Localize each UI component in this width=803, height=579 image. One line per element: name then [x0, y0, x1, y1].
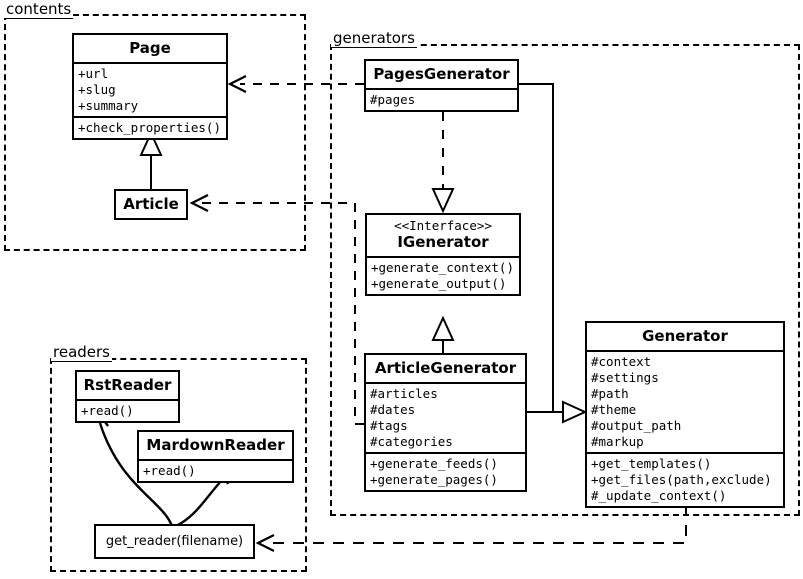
class-pages-generator-title: PagesGenerator — [373, 65, 510, 83]
class-mardown-reader[interactable]: MardownReader +read() — [137, 430, 294, 483]
class-igenerator-stereotype: <<Interface>> — [394, 218, 492, 233]
operation: +read() — [143, 463, 196, 478]
class-page[interactable]: Page +url +slug +summary +check_properti… — [72, 33, 228, 140]
attribute: #markup — [591, 434, 644, 449]
package-contents-label: contents — [4, 0, 74, 19]
edge-generators-to-generator — [519, 83, 588, 424]
edge-generator-to-getreader — [255, 505, 687, 552]
class-article-generator-attributes: #articles #dates #tags #categories — [366, 382, 525, 452]
class-rst-reader-title: RstReader — [83, 376, 172, 394]
class-article-generator[interactable]: ArticleGenerator #articles #dates #tags … — [364, 353, 527, 492]
package-generators-label: generators — [331, 29, 417, 48]
attribute: +slug — [78, 82, 116, 97]
function-get-reader[interactable]: get_reader(filename) — [94, 524, 255, 559]
operation: +check_properties() — [78, 120, 221, 135]
operation: +generate_context() — [371, 260, 514, 275]
class-igenerator-operations: +generate_context() +generate_output() — [367, 256, 519, 294]
class-generator-title: Generator — [642, 327, 728, 345]
class-igenerator-title: IGenerator — [397, 233, 489, 251]
operation: +get_files(path,exclude) — [591, 472, 772, 487]
class-page-operations: +check_properties() — [74, 116, 226, 138]
class-mardown-reader-title: MardownReader — [146, 436, 285, 454]
package-generators-frame — [330, 44, 800, 516]
class-article-generator-title: ArticleGenerator — [374, 359, 517, 377]
operation: +generate_output() — [371, 276, 507, 291]
attribute: #path — [591, 386, 629, 401]
package-contents-frame — [4, 14, 306, 251]
class-igenerator[interactable]: <<Interface>> IGenerator +generate_conte… — [365, 213, 521, 296]
operation: +generate_pages() — [370, 472, 498, 487]
attribute: #context — [591, 354, 652, 369]
class-mardown-reader-operations: +read() — [139, 459, 292, 481]
class-page-attributes: +url +slug +summary — [74, 62, 226, 116]
attribute: #articles — [370, 386, 438, 401]
attribute: #tags — [370, 418, 408, 433]
class-generator-attributes: #context #settings #path #theme #output_… — [587, 350, 783, 452]
attribute: #settings — [591, 370, 659, 385]
edge-pagesgenerator-to-page — [227, 75, 364, 93]
package-readers-label: readers — [51, 343, 112, 362]
attribute: #output_path — [591, 418, 682, 433]
class-generator[interactable]: Generator #context #settings #path #them… — [585, 321, 785, 508]
class-pages-generator-attributes: #pages — [366, 88, 517, 110]
attribute: #categories — [370, 434, 453, 449]
class-pages-generator[interactable]: PagesGenerator #pages — [364, 59, 519, 112]
operation: +read() — [81, 403, 134, 418]
class-generator-operations: +get_templates() +get_files(path,exclude… — [587, 452, 783, 506]
attribute: #dates — [370, 402, 416, 417]
edge-articlegenerator-to-article — [189, 194, 364, 425]
package-readers-frame — [50, 358, 307, 572]
attribute: +url — [78, 66, 109, 81]
operation: +generate_feeds() — [370, 456, 498, 471]
edge-articlegenerator-to-igenerator — [431, 315, 455, 355]
operation: #_update_context() — [591, 488, 727, 503]
class-rst-reader[interactable]: RstReader +read() — [75, 370, 180, 423]
class-rst-reader-operations: +read() — [77, 399, 178, 421]
class-article-generator-operations: +generate_feeds() +generate_pages() — [366, 452, 525, 490]
operation: +get_templates() — [591, 456, 712, 471]
attribute: #pages — [370, 92, 416, 107]
attribute: +summary — [78, 98, 139, 113]
edge-pagesgenerator-to-igenerator — [431, 112, 455, 214]
edge-article-to-page — [139, 130, 163, 190]
class-page-title: Page — [129, 39, 171, 57]
attribute: #theme — [591, 402, 637, 417]
class-article-title: Article — [123, 195, 179, 213]
class-article[interactable]: Article — [114, 189, 188, 220]
